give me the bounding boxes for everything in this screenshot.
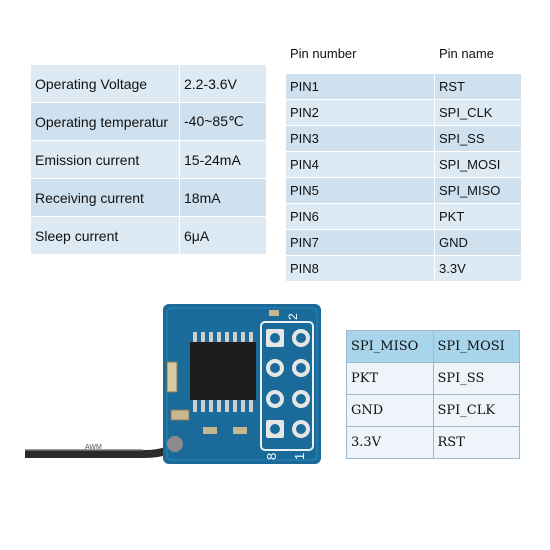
pin-number: PIN7 xyxy=(285,229,435,256)
antenna-solder-pad xyxy=(167,436,183,452)
spec-label: Sleep current xyxy=(30,216,180,255)
pin-number: PIN1 xyxy=(285,73,435,100)
pin-map-cell: RST xyxy=(432,426,520,459)
pinout-table: Pin number Pin name PIN1 RST PIN2 SPI_CL… xyxy=(285,32,522,282)
spec-row: Emission current 15-24mA xyxy=(30,140,267,179)
spec-row: Sleep current 6μA xyxy=(30,216,267,255)
silk-label-pin8: 8 xyxy=(264,453,279,460)
pin-map-cell: GND xyxy=(346,394,434,427)
pin-map-cell: PKT xyxy=(346,362,434,395)
header-pads xyxy=(266,329,310,438)
pin-name: 3.3V xyxy=(434,255,522,282)
pinout-row: PIN7 GND xyxy=(285,229,522,256)
pinout-row: PIN5 SPI_MISO xyxy=(285,177,522,204)
pinout-row: PIN1 RST xyxy=(285,73,522,100)
pin-number-header: Pin number xyxy=(285,32,435,74)
spec-label: Receiving current xyxy=(30,178,180,217)
spec-value: 15-24mA xyxy=(179,140,267,179)
pin-name: GND xyxy=(434,229,522,256)
pin-number: PIN6 xyxy=(285,203,435,230)
pin-name-header: Pin name xyxy=(434,32,522,74)
pin-map-table: SPI_MISO SPI_MOSI PKT SPI_SS GND SPI_CLK… xyxy=(346,330,520,459)
pin-number: PIN4 xyxy=(285,151,435,178)
capacitor xyxy=(166,361,178,393)
pin-map-cell: SPI_MISO xyxy=(346,330,434,363)
pin-map-cell: SPI_CLK xyxy=(432,394,520,427)
spec-label: Operating Voltage xyxy=(30,64,180,103)
pin-name: RST xyxy=(434,73,522,100)
antenna-marking: AWM xyxy=(85,444,102,451)
pin-name: SPI_MISO xyxy=(434,177,522,204)
module-board-photo: AWM 2 8 1 xyxy=(25,304,321,464)
pin-map-row: GND SPI_CLK xyxy=(346,394,520,427)
pinout-row: PIN6 PKT xyxy=(285,203,522,230)
pin-map-cell: SPI_MOSI xyxy=(432,330,520,363)
silk-label-pin1: 1 xyxy=(292,453,307,460)
spec-value: -40~85℃ xyxy=(179,102,267,141)
spec-value: 18mA xyxy=(179,178,267,217)
pinout-row: PIN4 SPI_MOSI xyxy=(285,151,522,178)
pinout-row: PIN2 SPI_CLK xyxy=(285,99,522,126)
pin-name: SPI_SS xyxy=(434,125,522,152)
pin-number: PIN8 xyxy=(285,255,435,282)
spec-value: 2.2-3.6V xyxy=(179,64,267,103)
spec-value: 6μA xyxy=(179,216,267,255)
pin-number: PIN2 xyxy=(285,99,435,126)
spec-row: Receiving current 18mA xyxy=(30,178,267,217)
pin-map-row: PKT SPI_SS xyxy=(346,362,520,395)
pinout-row: PIN3 SPI_SS xyxy=(285,125,522,152)
pinout-header-row: Pin number Pin name xyxy=(285,32,522,74)
pin-name: PKT xyxy=(434,203,522,230)
pin-map-cell: SPI_SS xyxy=(432,362,520,395)
pin-number: PIN5 xyxy=(285,177,435,204)
silk-label-top: 2 xyxy=(286,313,300,320)
spec-label: Emission current xyxy=(30,140,180,179)
spec-row: Operating temperatur -40~85℃ xyxy=(30,102,267,141)
spec-row: Operating Voltage 2.2-3.6V xyxy=(30,64,267,103)
pin-map-cell: 3.3V xyxy=(346,426,434,459)
header-outline xyxy=(260,321,314,451)
pinout-row: PIN8 3.3V xyxy=(285,255,522,282)
ic-chip xyxy=(190,332,256,412)
pin-map-row: SPI_MISO SPI_MOSI xyxy=(346,330,520,363)
pin-name: SPI_CLK xyxy=(434,99,522,126)
specs-table: Operating Voltage 2.2-3.6V Operating tem… xyxy=(30,64,267,255)
pin-name: SPI_MOSI xyxy=(434,151,522,178)
pin-number: PIN3 xyxy=(285,125,435,152)
capacitor xyxy=(170,409,190,421)
spec-label: Operating temperatur xyxy=(30,102,180,141)
pin-map-row: 3.3V RST xyxy=(346,426,520,459)
